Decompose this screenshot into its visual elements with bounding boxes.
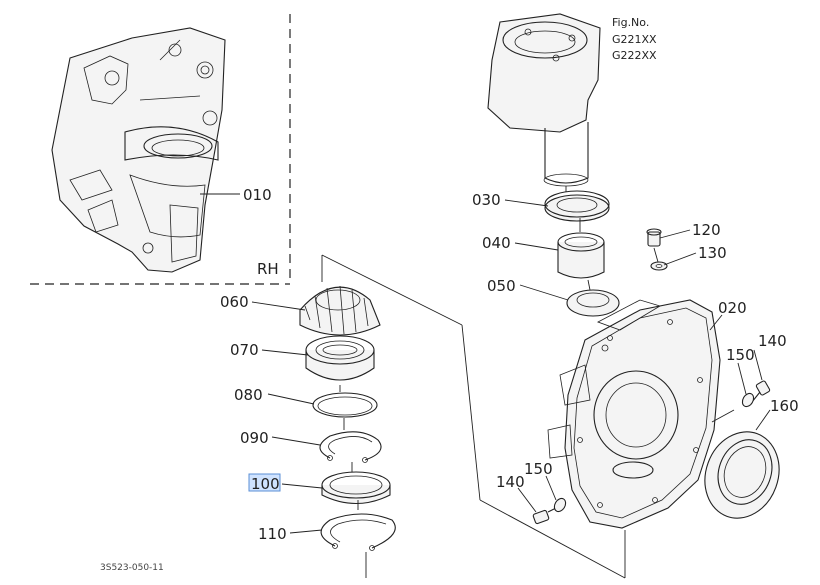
callout-040[interactable]: 040 (482, 234, 511, 252)
fig-no-label: Fig.No. (612, 16, 649, 29)
callout-120[interactable]: 120 (692, 221, 721, 239)
leader-lines (200, 193, 771, 534)
circlip-drawing (319, 431, 382, 463)
rh-inset-frame (30, 14, 291, 285)
bevel-gear-drawing (299, 285, 381, 336)
callout-130[interactable]: 130 (698, 244, 727, 262)
housing-rh-drawing (51, 27, 226, 273)
snap-ring-drawing (312, 392, 378, 418)
fig-number-2: G222XX (612, 49, 657, 62)
callout-100-highlight (248, 473, 281, 492)
callout-080[interactable]: 080 (234, 386, 263, 404)
assembly-lines (321, 186, 735, 579)
callout-060[interactable]: 060 (220, 293, 249, 311)
oil-seal-drawing (544, 190, 610, 222)
callout-010[interactable]: 010 (243, 186, 272, 204)
callout-020[interactable]: 020 (718, 299, 747, 317)
callout-150-right[interactable]: 150 (726, 346, 755, 364)
callout-160[interactable]: 160 (770, 397, 799, 415)
drawing-code: 3S523-050-11 (100, 563, 164, 573)
bushing-drawing (557, 232, 605, 279)
callout-050[interactable]: 050 (487, 277, 516, 295)
ball-bearing-drawing (305, 335, 375, 381)
callout-100[interactable]: 100 (251, 475, 280, 493)
case-drawing (547, 299, 721, 529)
callout-070[interactable]: 070 (230, 341, 259, 359)
bolt-right-drawing (741, 380, 771, 408)
callout-labels: 010 020 030 040 050 060 070 080 090 100 … (220, 186, 799, 543)
fig-number-1: G221XX (612, 33, 657, 46)
callout-140-right[interactable]: 140 (758, 332, 787, 350)
collar-drawing (321, 471, 391, 504)
circlip-lower-drawing (320, 513, 396, 551)
callout-090[interactable]: 090 (240, 429, 269, 447)
upper-shaft-drawing (487, 13, 601, 187)
figure-number-block: Fig.No. G221XX G222XX (612, 16, 657, 62)
callout-140-left[interactable]: 140 (496, 473, 525, 491)
large-seal-drawing (704, 431, 780, 519)
callout-030[interactable]: 030 (472, 191, 501, 209)
callout-150-left[interactable]: 150 (524, 460, 553, 478)
plug-drawing (646, 228, 668, 271)
bearing-ring-drawing (566, 289, 620, 317)
callout-110[interactable]: 110 (258, 525, 287, 543)
side-label-rh: RH (257, 260, 279, 278)
bolt-left-drawing (532, 497, 567, 525)
